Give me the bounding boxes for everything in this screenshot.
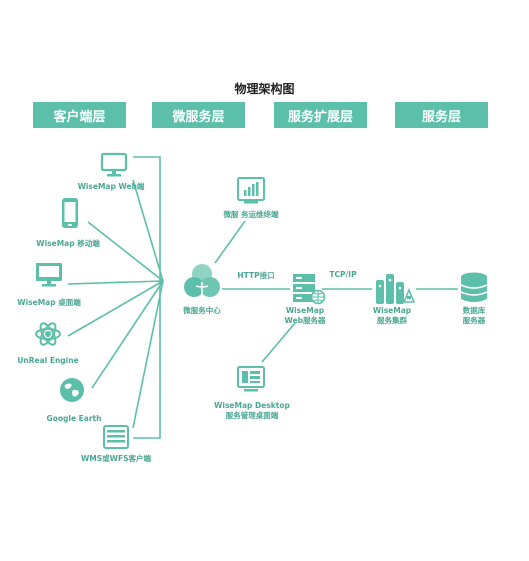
ray-desktop [67, 280, 164, 285]
label-db-server-line1: 数据库 [462, 306, 486, 315]
label-micro-center: 微服务中心 [183, 306, 221, 315]
service-cluster-icon [376, 274, 416, 304]
layer-client: 客户端层 [33, 102, 126, 128]
layer-extension: 服务扩展层 [274, 102, 367, 128]
mobile-phone-icon [62, 198, 78, 228]
label-google-earth-client: Google Earth [46, 414, 102, 423]
label-wms-client: WMS或WFS客户端 [81, 454, 151, 463]
label-desktop-mgmt: WiseMap Desktop 服务管理桌面端 [214, 401, 290, 421]
ray-mobile [87, 221, 164, 282]
label-mobile-client: WiseMap 移动端 [36, 239, 100, 248]
label-web-server-line1: WiseMap [285, 306, 325, 315]
desktop-monitor-icon [36, 263, 62, 287]
label-service-cluster: WiseMap 服务集群 [373, 306, 411, 326]
ray-unreal [67, 280, 164, 337]
client-bracket [133, 156, 161, 439]
web-server-icon [293, 274, 326, 305]
label-ops-terminal: 微服 务运维终端 [223, 210, 279, 219]
diagram-title: 物理架构图 [234, 82, 295, 96]
microservice-cluster-icon [184, 264, 220, 297]
ray-wms [132, 280, 164, 429]
atom-icon [35, 322, 61, 346]
label-service-cluster-line2: 服务集群 [376, 316, 407, 325]
label-db-server-line2: 服务器 [462, 316, 486, 325]
monitor-icon [100, 152, 128, 177]
label-web-server-line2: Web服务器 [284, 316, 326, 325]
ray-web [132, 179, 164, 282]
server-rack-icon [103, 425, 129, 449]
link-ops-center [214, 220, 246, 264]
label-desktop-client: WiseMap 桌面端 [17, 298, 81, 307]
bar-chart-monitor-icon [237, 177, 265, 204]
globe-icon [60, 378, 84, 402]
label-unreal-client: UnReal Engine [17, 356, 79, 365]
label-desktop-mgmt-line1: WiseMap Desktop [214, 401, 290, 410]
link-webserver-desktop [261, 322, 296, 363]
database-icon [460, 272, 488, 302]
label-desktop-mgmt-line2: 服务管理桌面端 [225, 411, 279, 420]
layer-service: 服务层 [395, 102, 488, 128]
label-service-cluster-line1: WiseMap [372, 306, 412, 315]
edge-label-http: HTTP接口 [237, 271, 275, 280]
label-web-client: WiseMap Web端 [77, 182, 145, 191]
dashboard-monitor-icon [237, 366, 265, 392]
layer-micro: 微服务层 [152, 102, 245, 128]
edge-label-tcp: TCP/IP [329, 270, 357, 279]
label-db-server: 数据库 服务器 [463, 306, 486, 326]
label-web-server: WiseMap Web服务器 [285, 306, 326, 326]
ray-earth [91, 280, 164, 389]
